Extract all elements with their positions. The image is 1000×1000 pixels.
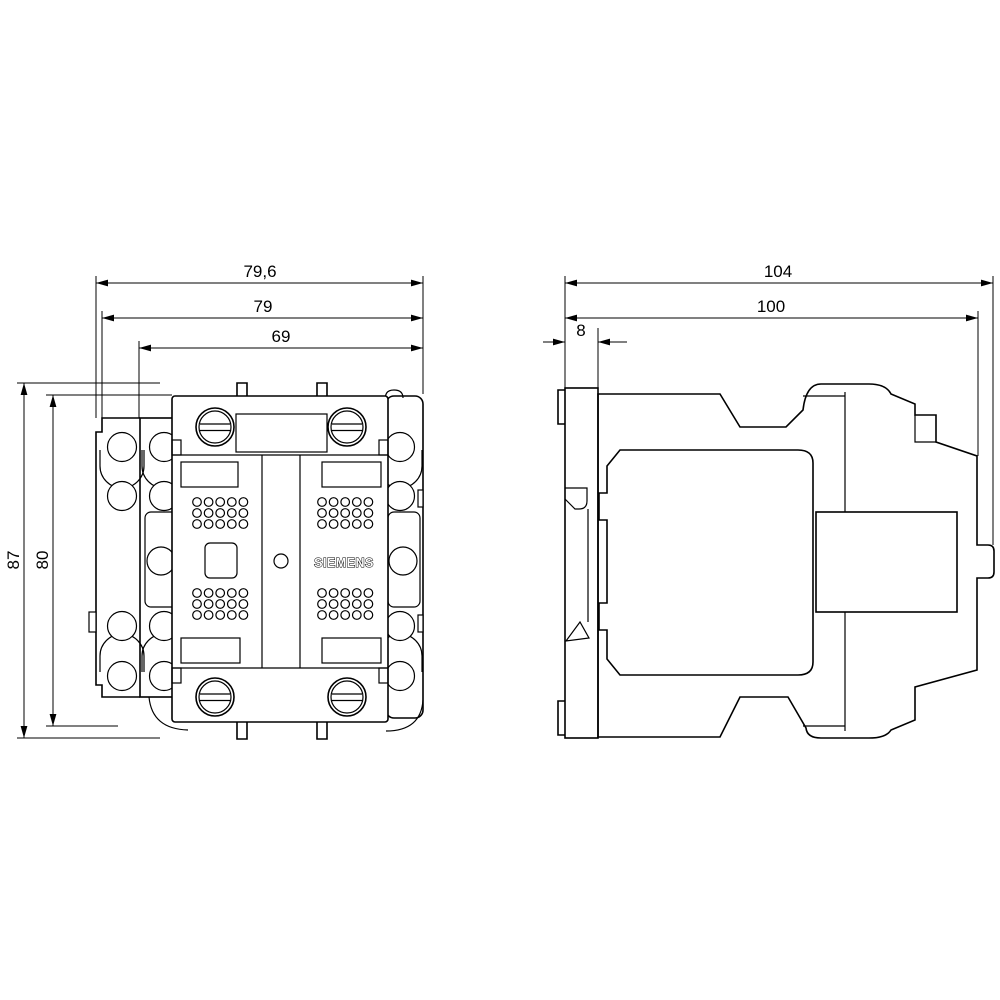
dim-height-body: 80	[33, 395, 57, 726]
dim-label-69: 69	[272, 327, 291, 346]
front-right-terminal-column	[377, 389, 424, 732]
rail-spring-clip	[564, 620, 590, 642]
din-rail-plate	[557, 387, 599, 739]
front-left-terminal-column	[88, 417, 145, 698]
mounting-foot-arc	[148, 696, 189, 731]
vent-grid-top-left	[192, 497, 249, 529]
terminal-hole	[388, 546, 418, 576]
dim-label-100: 100	[757, 297, 785, 316]
type-label-window	[235, 413, 328, 453]
dim-label-87: 87	[4, 551, 23, 570]
dim-label-79: 79	[254, 297, 273, 316]
dim-label-79-6: 79,6	[243, 262, 276, 281]
center-indicator-hole	[273, 553, 289, 569]
top-tab	[316, 382, 328, 396]
terminal-hole	[384, 610, 416, 642]
label-window	[321, 461, 382, 488]
inner-body	[598, 449, 814, 676]
dim-height-overall: 87	[4, 383, 28, 738]
right-edge-tab	[417, 489, 424, 508]
vent-grid-bottom-left	[192, 588, 249, 620]
center-channel	[261, 455, 301, 668]
label-window	[180, 461, 239, 488]
dimensions: 79,6 79 69 87 80 104 100	[4, 262, 994, 739]
dim-width-overall: 79,6	[96, 262, 423, 287]
side-view	[557, 383, 995, 739]
vent-grid-top-right	[317, 497, 374, 529]
dim-width-body: 79	[102, 297, 423, 322]
dim-label-8: 8	[576, 321, 585, 340]
front-face-plate: SIEMENS	[171, 382, 389, 740]
dim-width-inner: 69	[139, 327, 423, 352]
vent-grid-bottom-right	[317, 588, 374, 620]
rail-tab-bottom	[557, 700, 565, 736]
auxiliary-window	[204, 542, 238, 579]
terminal-hole	[106, 660, 138, 692]
screw-top-right	[327, 407, 367, 447]
front-view: SIEMENS	[88, 382, 424, 740]
bottom-tab	[236, 722, 248, 740]
side-housing	[597, 383, 995, 739]
screw-top-left	[195, 407, 235, 447]
bottom-tab	[316, 722, 328, 740]
dim-rail-offset: 8	[543, 321, 627, 346]
brand-label: SIEMENS	[314, 556, 374, 570]
front-notch	[914, 415, 936, 443]
mounting-foot-arc	[385, 699, 424, 732]
rail-tab-top	[557, 389, 565, 425]
terminal-block	[815, 511, 958, 613]
dim-label-80: 80	[33, 551, 52, 570]
screw-bottom-left	[195, 677, 235, 717]
terminal-hole	[106, 480, 138, 512]
rail-hook	[564, 487, 588, 510]
terminal-hole	[106, 431, 138, 463]
label-window	[180, 637, 241, 664]
right-edge-tab	[417, 614, 424, 633]
top-tab	[236, 382, 248, 396]
left-edge-tab	[88, 611, 97, 633]
terminal-hole	[384, 431, 416, 463]
dim-depth-body: 100	[565, 297, 978, 322]
terminal-hole	[106, 610, 138, 642]
dim-depth-overall: 104	[565, 262, 993, 287]
label-window	[321, 637, 382, 664]
terminal-hole	[384, 480, 416, 512]
terminal-hole	[384, 660, 416, 692]
screw-bottom-right	[327, 677, 367, 717]
terminal-hole	[146, 546, 176, 576]
dim-label-104: 104	[764, 262, 792, 281]
